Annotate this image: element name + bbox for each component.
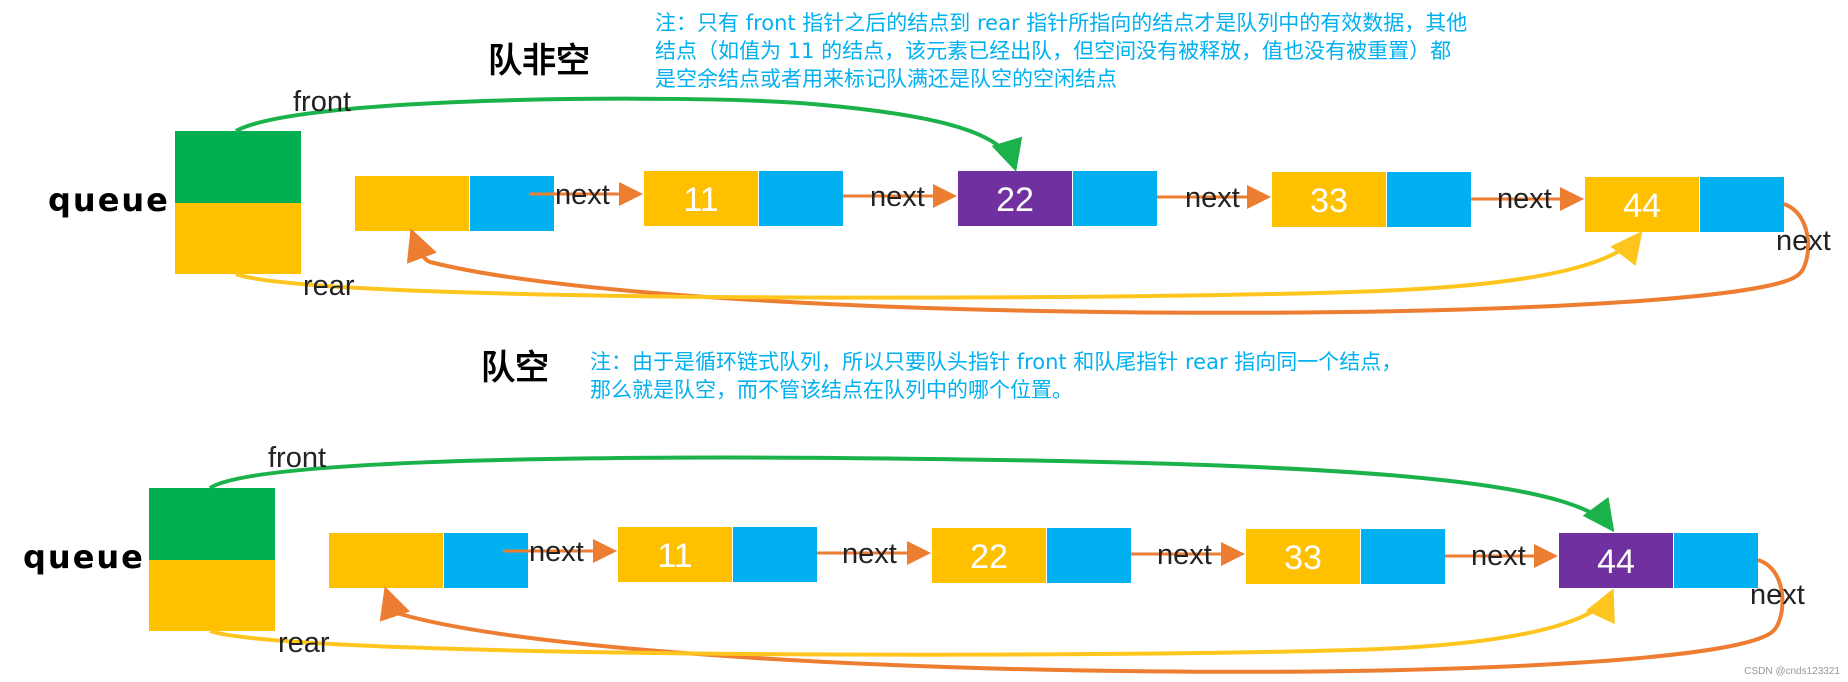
node-next-field <box>1674 533 1758 588</box>
node-33: 33 <box>1246 529 1445 584</box>
next-wrap-arrow <box>379 558 1785 674</box>
node-data-field <box>355 176 469 231</box>
node-44: 44 <box>1559 533 1758 588</box>
node-value: 11 <box>683 181 718 219</box>
queue-label: queue <box>23 538 145 576</box>
front-pointer-arrow <box>235 96 1023 172</box>
queue-rear-field <box>175 203 301 274</box>
next-label: next <box>1157 539 1212 571</box>
rear-pointer-arrow <box>209 588 1615 657</box>
note-line-2: 结点（如值为 11 的结点，该元素已经出队，但空间没有被释放，值也没有被重置）都 <box>655 39 1451 63</box>
next-label: next <box>1776 225 1831 257</box>
front-label: front <box>268 442 326 474</box>
node-next-field <box>470 176 554 231</box>
next-label: next <box>555 179 610 211</box>
node-22: 22 <box>932 528 1131 583</box>
note-line-1: 注：由于是循环链式队列，所以只要队头指针 front 和队尾指针 rear 指向… <box>590 350 1402 374</box>
next-label: next <box>842 538 897 570</box>
diagram-empty: 队空 注：由于是循环链式队列，所以只要队头指针 front 和队尾指针 rear… <box>23 348 1805 674</box>
next-label: next <box>529 536 584 568</box>
node-empty <box>329 533 528 588</box>
node-value: 44 <box>1623 187 1661 225</box>
node-next-field <box>444 533 528 588</box>
front-pointer-arrow <box>208 455 1615 533</box>
node-data-field <box>958 171 1072 226</box>
node-value: 33 <box>1310 182 1348 220</box>
node-value: 11 <box>657 537 692 575</box>
rear-pointer-arrow <box>235 230 1643 300</box>
node-44: 44 <box>1585 177 1784 232</box>
node-next-field <box>1387 172 1471 227</box>
front-label: front <box>293 86 351 118</box>
queue-label: queue <box>48 181 170 219</box>
note-line-1: 注：只有 front 指针之后的结点到 rear 指针所指向的结点才是队列中的有… <box>655 11 1467 35</box>
node-data-field <box>618 527 732 582</box>
node-next-field <box>1047 528 1131 583</box>
node-next-field <box>1073 171 1157 226</box>
node-11: 11 <box>618 527 817 582</box>
next-wrap-arrow <box>406 202 1811 315</box>
node-value: 33 <box>1284 539 1322 577</box>
node-next-field <box>1361 529 1445 584</box>
node-data-field <box>329 533 443 588</box>
node-next-field <box>759 171 843 226</box>
node-33: 33 <box>1272 172 1471 227</box>
node-22: 22 <box>958 171 1157 226</box>
node-next-field <box>733 527 817 582</box>
node-data-field <box>1272 172 1386 227</box>
node-next-field <box>1700 177 1784 232</box>
node-data-field <box>1585 177 1699 232</box>
node-11: 11 <box>644 171 843 226</box>
node-value: 22 <box>970 538 1008 576</box>
next-label: next <box>870 181 925 213</box>
title-empty: 队空 <box>481 348 549 388</box>
queue-front-field <box>149 488 275 560</box>
node-empty <box>355 176 554 231</box>
next-label: next <box>1471 540 1526 572</box>
node-data-field <box>1559 533 1673 588</box>
queue-front-field <box>175 131 301 203</box>
diagram-not-empty: 队非空 注：只有 front 指针之后的结点到 rear 指针所指向的结点才是队… <box>48 11 1831 315</box>
next-label: next <box>1185 182 1240 214</box>
node-value: 44 <box>1597 543 1635 581</box>
note-line-2: 那么就是队空，而不管该结点在队列中的哪个位置。 <box>590 378 1073 402</box>
node-data-field <box>932 528 1046 583</box>
watermark: CSDN @cnds123321 <box>1744 666 1840 677</box>
rear-label: rear <box>278 627 330 659</box>
node-data-field <box>1246 529 1360 584</box>
node-value: 22 <box>996 181 1034 219</box>
note-line-3: 是空余结点或者用来标记队满还是队空的空闲结点 <box>655 67 1117 91</box>
node-data-field <box>644 171 758 226</box>
title-not-empty: 队非空 <box>488 41 590 81</box>
next-label: next <box>1497 183 1552 215</box>
rear-label: rear <box>303 270 355 302</box>
queue-rear-field <box>149 560 275 631</box>
next-label: next <box>1750 579 1805 611</box>
